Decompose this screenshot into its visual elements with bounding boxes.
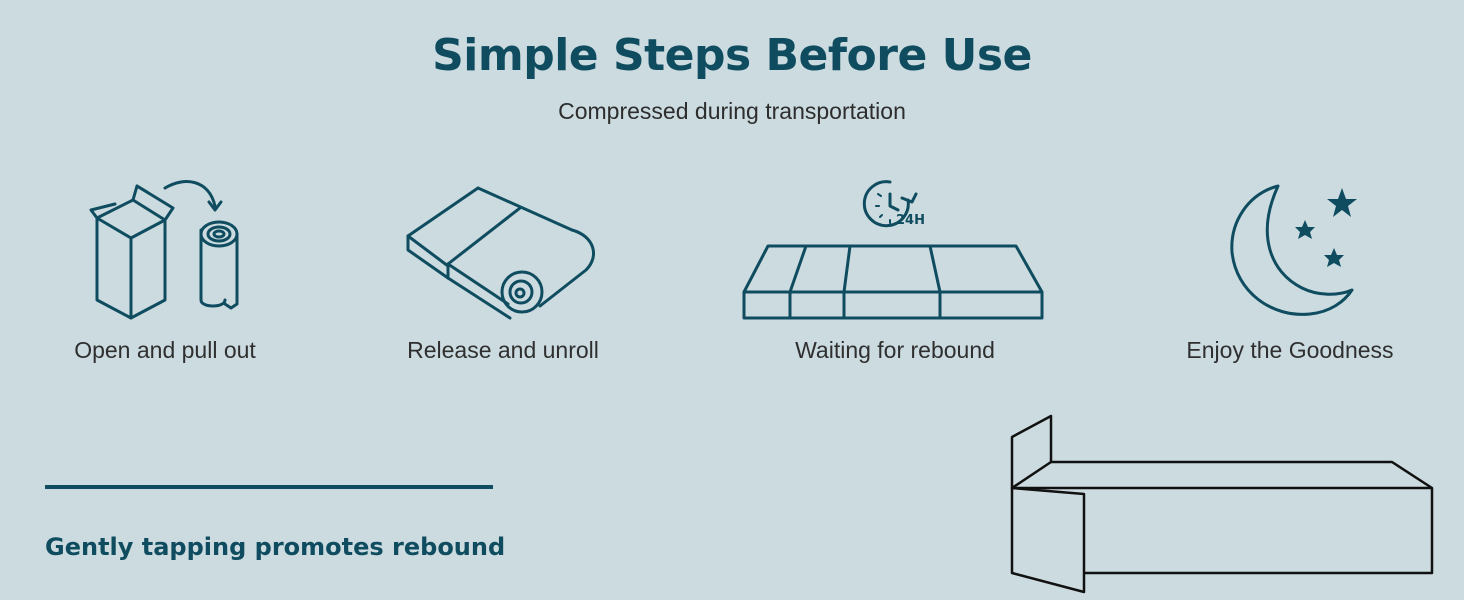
tip-heading: Gently tapping promotes rebound <box>45 533 506 561</box>
page-subtitle: Compressed during transportation <box>558 98 906 124</box>
step-label-enjoy: Enjoy the Goodness <box>1186 337 1394 363</box>
section-divider <box>45 485 493 489</box>
box-and-roll-icon <box>89 180 239 320</box>
step-label-waiting: Waiting for rebound <box>795 337 995 363</box>
moon-and-stars-icon <box>1230 184 1357 316</box>
clock-24h-label: 24H <box>896 213 925 228</box>
unroll-mattress-icon <box>406 186 596 320</box>
open-box-outline-icon <box>1010 414 1434 594</box>
page-title: Simple Steps Before Use <box>432 30 1032 81</box>
step-label-release: Release and unroll <box>407 337 599 363</box>
mattress-24h-clock-icon <box>742 180 1044 320</box>
step-label-open: Open and pull out <box>74 337 256 363</box>
